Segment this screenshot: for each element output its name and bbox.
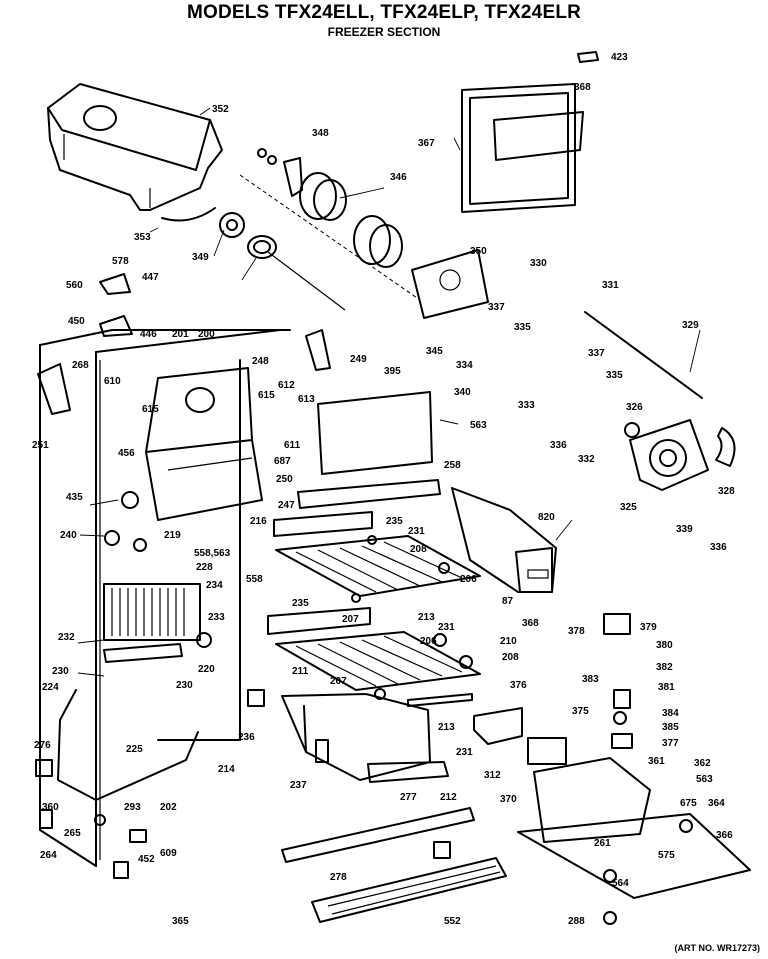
leader-lines	[77, 107, 701, 677]
page-subtitle: FREEZER SECTION	[327, 25, 441, 39]
panel-drawing	[317, 391, 433, 475]
upper-shelf-drawing	[273, 511, 481, 597]
small-parts-drawing	[35, 273, 693, 925]
drain-tube-drawing	[57, 689, 199, 801]
drive-gear-drawing	[161, 207, 346, 311]
art-number: (ART NO. WR17273)	[674, 943, 760, 953]
auger-drawing	[239, 148, 421, 301]
evaporator-drawing	[103, 583, 201, 663]
page-title: MODELS TFX24ELL, TFX24ELP, TFX24ELR	[186, 2, 582, 23]
motor-drawing	[624, 419, 736, 491]
storage-bin-drawing	[281, 693, 449, 783]
dispenser-door-drawing	[461, 51, 599, 213]
valve-parts-drawing	[603, 613, 633, 749]
cover-drawing	[473, 707, 523, 745]
ice-bucket-drawing	[47, 83, 223, 211]
strip-drawing	[297, 479, 441, 509]
machine-compartment-drawing	[517, 737, 751, 899]
mounting-plate-drawing	[411, 249, 489, 319]
icemaker-drawing	[451, 487, 557, 593]
grille-drawing	[281, 807, 507, 923]
rod-drawing	[584, 311, 703, 399]
evaporator-cover-drawing	[145, 367, 263, 521]
lower-shelf-drawing	[267, 607, 481, 707]
cabinet-liner-drawing	[39, 329, 291, 867]
